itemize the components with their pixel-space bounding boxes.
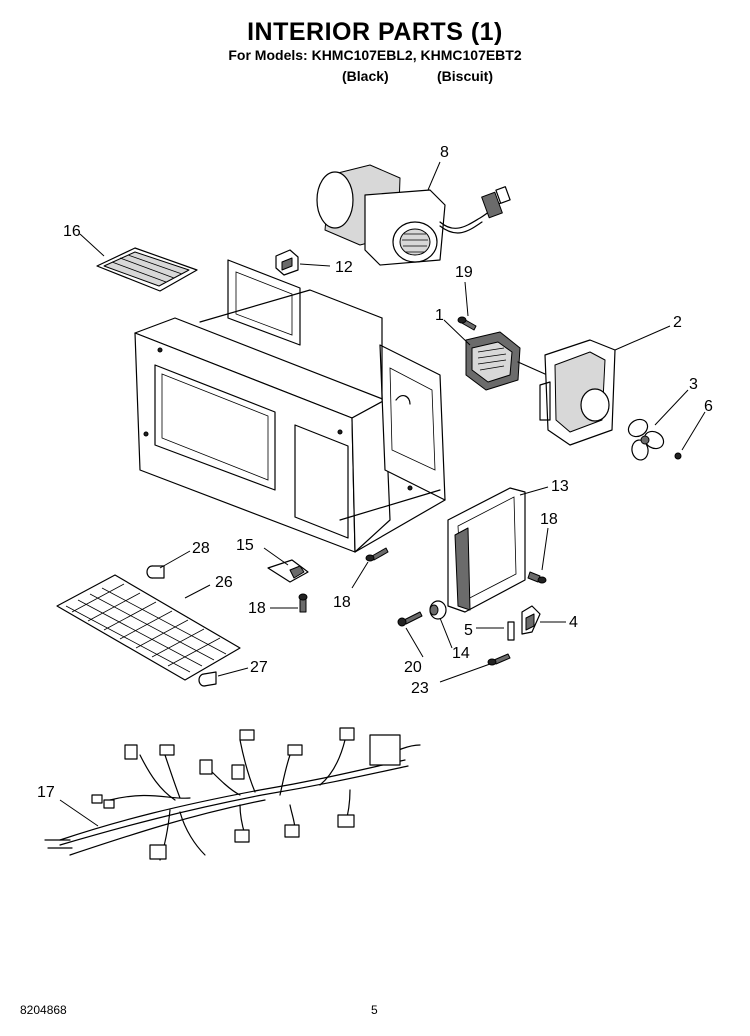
- part-5-fuse: [507, 621, 515, 641]
- cavity-wrapper: [134, 259, 446, 553]
- callout-18-left: 18: [248, 600, 266, 617]
- callout-5: 5: [464, 622, 473, 639]
- page-number: 5: [371, 1003, 378, 1017]
- part-13-bracket-frame: [447, 487, 526, 613]
- callout-18-right: 18: [540, 511, 558, 528]
- part-12-switch: [275, 249, 299, 276]
- part-6-nut: [674, 452, 682, 460]
- callout-4: 4: [569, 614, 578, 631]
- part-1-fan-motor: [465, 331, 546, 391]
- part-26-grille: [56, 574, 241, 681]
- part-16-filter: [96, 247, 198, 292]
- part-2-air-duct: [539, 339, 616, 446]
- part-23-screw: [487, 653, 511, 666]
- callout-27: 27: [250, 659, 268, 676]
- callout-3: 3: [689, 376, 698, 393]
- callout-19: 19: [455, 264, 473, 281]
- variant-biscuit: (Biscuit): [437, 68, 493, 84]
- callout-26: 26: [215, 574, 233, 591]
- models-line: For Models: KHMC107EBL2, KHMC107EBT2: [228, 47, 522, 63]
- callout-14: 14: [452, 645, 470, 662]
- callout-2: 2: [673, 314, 682, 331]
- part-3-fan-blade: [627, 418, 665, 461]
- callout-6: 6: [704, 398, 713, 415]
- variant-black: (Black): [342, 68, 389, 84]
- part-14-thermostat: [429, 600, 447, 620]
- part-19-screw: [457, 316, 477, 331]
- part-8-blower-assembly: [316, 164, 511, 266]
- part-17-wire-harness: [44, 727, 421, 861]
- part-15-damper: [267, 559, 309, 583]
- document-number: 8204868: [20, 1003, 67, 1017]
- callout-16: 16: [63, 223, 81, 240]
- part-18-screws: [298, 547, 547, 613]
- callout-23: 23: [411, 680, 429, 697]
- callout-20: 20: [404, 659, 422, 676]
- part-27-bushing: [198, 671, 217, 687]
- part-4-fuse-holder: [521, 605, 541, 635]
- callout-13: 13: [551, 478, 569, 495]
- page-title: INTERIOR PARTS (1): [247, 18, 503, 46]
- leader-lines: [59, 161, 706, 827]
- callout-8: 8: [440, 144, 449, 161]
- callout-28: 28: [192, 540, 210, 557]
- callout-12: 12: [335, 259, 353, 276]
- callout-15: 15: [236, 537, 254, 554]
- callout-1: 1: [435, 307, 444, 324]
- callout-17: 17: [37, 784, 55, 801]
- part-28-bushing: [146, 565, 165, 579]
- callout-18-center: 18: [333, 594, 351, 611]
- callouts: 8 16 12 19 1 2 3 6 13 18 15 28 26 18 18 …: [37, 144, 713, 801]
- part-20-screw: [397, 611, 423, 627]
